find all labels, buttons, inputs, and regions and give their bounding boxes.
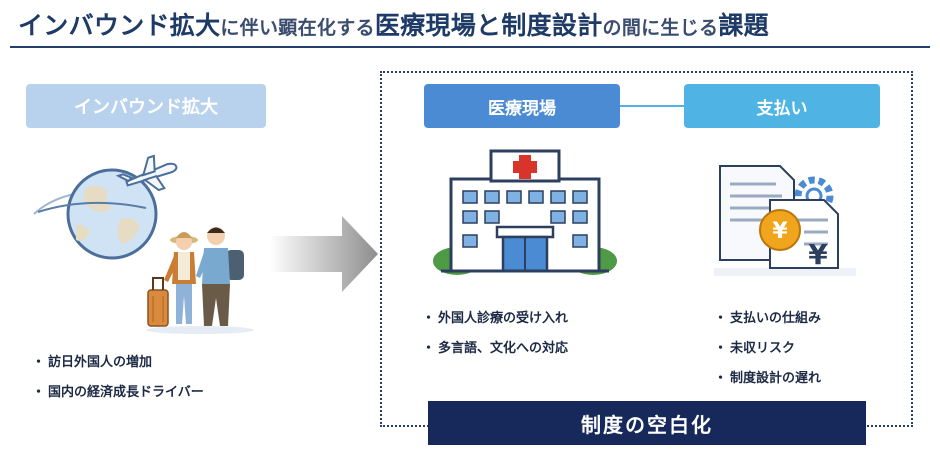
- list-item: 制度設計の遅れ: [714, 370, 821, 400]
- list-item: 支払いの仕組み: [714, 310, 821, 340]
- title-part-5: 課題: [718, 11, 769, 40]
- title-part-1: インバウンド拡大: [18, 11, 221, 40]
- system-gap-banner: 制度の空白化: [428, 401, 866, 445]
- invoice-yen-icon: ¥ ¥: [714, 165, 856, 276]
- list-item: 外国人診療の受け入れ: [422, 310, 568, 340]
- svg-text:¥: ¥: [772, 219, 788, 244]
- heading-connector: [620, 105, 684, 107]
- hospital-icon: [433, 149, 617, 275]
- title-part-2: に伴い顕在化する: [220, 17, 375, 39]
- title-underline: [10, 46, 930, 48]
- inbound-bullet-list: 訪日外国人の増加 国内の経済成長ドライバー: [32, 354, 204, 414]
- globe-airplane-icon: [33, 154, 178, 260]
- page-title: インバウンド拡大に伴い顕在化する医療現場と制度設計の間に生じる課題: [18, 6, 928, 44]
- title-part-3: 医療現場と制度設計: [374, 11, 603, 40]
- list-item: 国内の経済成長ドライバー: [32, 384, 204, 414]
- title-part-4: の間に生じる: [602, 17, 719, 39]
- right-arrow-icon: [270, 216, 378, 292]
- inbound-heading: インバウンド拡大: [26, 84, 266, 128]
- list-item: 未収リスク: [714, 340, 821, 370]
- list-item: 訪日外国人の増加: [32, 354, 204, 384]
- payment-bullet-list: 支払いの仕組み 未収リスク 制度設計の遅れ: [714, 310, 821, 400]
- medical-heading: 医療現場: [424, 84, 620, 128]
- list-item: 多言語、文化への対応: [422, 340, 568, 370]
- svg-text:¥: ¥: [808, 238, 828, 271]
- medical-bullet-list: 外国人診療の受け入れ 多言語、文化への対応: [422, 310, 568, 370]
- payment-heading: 支払い: [684, 84, 880, 128]
- travelers-icon: [146, 227, 254, 334]
